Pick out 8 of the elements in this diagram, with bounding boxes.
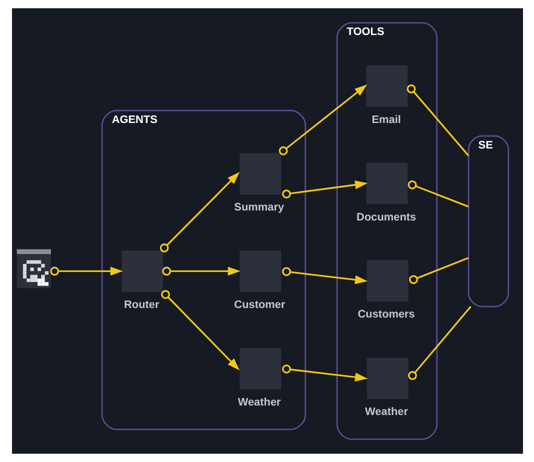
node-label: Customers (357, 308, 414, 321)
node-label: Weather (364, 406, 408, 418)
node-label: Documents (356, 211, 416, 224)
node-label: Router (124, 298, 159, 311)
node-label: Summary (234, 202, 284, 214)
node-label: Customer (234, 298, 285, 311)
node-label: Email (371, 114, 400, 126)
node-label: Weather (237, 396, 280, 408)
